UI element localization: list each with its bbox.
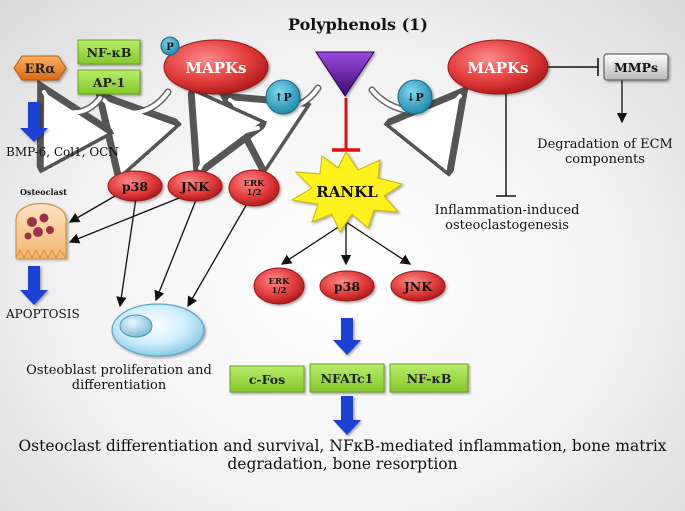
jnk-left-label: JNK	[180, 179, 210, 194]
arrow-rankl-to-jnk	[345, 221, 412, 265]
inflammation-label-line2: osteoclastogenesis	[445, 217, 569, 233]
down-p-label: ↓P	[406, 91, 424, 104]
osteoblast-label-line2: differentiation	[71, 377, 167, 393]
p-badge-label: P	[166, 42, 174, 53]
rankl-starburst	[290, 151, 404, 234]
era-label: ERα	[25, 62, 56, 77]
curved-arrow-mapks-to-p38-jnk-inner	[198, 126, 260, 170]
arrow-jnk-to-osteoblast	[154, 199, 197, 302]
p38-mid-ellipse	[319, 270, 375, 302]
arrow-p38-to-osteoclast	[68, 191, 123, 223]
era-hexagon	[13, 55, 67, 81]
p38-mid-label: p38	[334, 279, 360, 294]
ap1-label: AP-1	[92, 75, 125, 90]
degradation-label-line1: Degradation of ECM	[537, 137, 673, 152]
blue-arrow-nfatc1-to-outcome	[333, 396, 361, 435]
nfatc1-label: NFATc1	[321, 371, 374, 386]
mapks-left-ellipse	[163, 39, 269, 95]
arrow-p38-to-osteoblast	[116, 197, 137, 308]
inflammation-label-line1: Inflammation-induced	[434, 203, 580, 218]
nfkb-top-label: NF-κB	[87, 45, 132, 60]
degradation-label-line2: components	[565, 151, 645, 167]
blue-arrow-era-to-bmp	[20, 102, 48, 142]
nfkb-top-box	[77, 39, 141, 65]
arrow-rankl-to-erk	[280, 221, 347, 265]
p-badge	[160, 36, 180, 56]
ap1-box	[77, 69, 141, 95]
nfkb-bottom-box	[389, 363, 469, 393]
diagram-title: Polyphenols (1)	[288, 15, 428, 34]
osteoclast-cell-icon	[15, 202, 67, 260]
mmps-label: MMPs	[614, 60, 658, 75]
cfos-box	[229, 365, 305, 393]
blue-arrow-osteoclast-to-apoptosis	[20, 266, 48, 305]
rankl-label: RANKL	[316, 183, 378, 201]
down-p-circle	[397, 79, 433, 115]
up-p-circle	[265, 79, 301, 115]
erk-left-ellipse	[228, 169, 280, 207]
jnk-left-ellipse	[167, 170, 223, 202]
curved-arrow-mapks-to-p38-jnk	[200, 128, 258, 168]
jnk-mid-ellipse	[390, 270, 446, 302]
mapks-left-label: MAPKs	[185, 59, 246, 77]
nfkb-bottom-label: NF-κB	[407, 371, 452, 386]
erk-mid-ellipse	[253, 267, 305, 305]
osteoblast-cell-icon	[111, 303, 205, 357]
up-p-label: ↑P	[274, 91, 292, 104]
p38-left-ellipse	[107, 170, 163, 202]
osteoblast-label-line1: Osteoblast proliferation and	[26, 363, 212, 378]
arrow-erk-to-osteoblast	[187, 201, 249, 308]
degradation-label: Degradation of ECM components	[530, 137, 680, 168]
cfos-label: c-Fos	[249, 372, 285, 387]
nfatc1-box	[309, 363, 385, 393]
osteoblast-label: Osteoblast proliferation and differentia…	[14, 363, 224, 394]
osteoclast-label: Osteoclast	[20, 187, 67, 197]
mapks-right-label: MAPKs	[467, 59, 528, 77]
polyphenols-triangle	[315, 51, 375, 97]
mmps-box	[603, 53, 669, 81]
curved-arrow-ap1-to-era-inner	[42, 90, 102, 115]
p38-left-label: p38	[122, 179, 148, 194]
inflammation-label: Inflammation-induced osteoclastogenesis	[432, 203, 582, 234]
blue-arrow-rankl-to-nfatc1	[333, 318, 361, 355]
outcome-label: Osteoclast differentiation and survival,…	[10, 437, 675, 474]
jnk-mid-label: JNK	[403, 279, 433, 294]
arrow-jnk-to-osteoclast	[68, 195, 185, 244]
bmp-label: BMP-6, Col1, OCN	[6, 145, 119, 159]
outcome-label-line2: degradation, bone resorption	[227, 454, 458, 473]
apoptosis-label: APOPTOSIS	[6, 307, 80, 321]
mapks-right-ellipse	[447, 39, 549, 95]
outcome-label-line1: Osteoclast differentiation and survival,…	[18, 437, 667, 455]
